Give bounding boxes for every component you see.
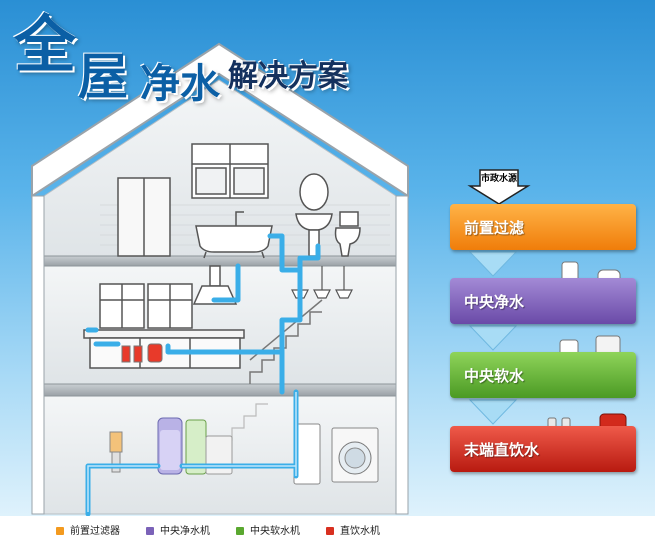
legend-item-purifier: 中央净水机 [146, 522, 210, 537]
step-label: 末端直饮水 [464, 441, 540, 459]
legend-swatch [236, 527, 244, 535]
flow-arrows [468, 251, 518, 425]
legend-swatch [146, 527, 154, 535]
kitchen-counter [83, 329, 245, 369]
outer-wall-left [31, 195, 45, 515]
pre-filter-unit [109, 431, 123, 473]
toilet [334, 211, 361, 257]
step-central-softener: 中央软水 [450, 352, 636, 398]
mirror [299, 173, 329, 211]
title-char-1: 全 [14, 8, 77, 81]
legend-item-softener: 中央软水机 [236, 522, 300, 537]
step-label: 中央软水 [464, 367, 525, 385]
kitchen-windows [99, 283, 193, 329]
legend-label: 前置过滤器 [70, 526, 120, 537]
step-central-purifier: 中央净水 [450, 278, 636, 324]
legend-label: 中央软水机 [250, 526, 300, 537]
water-pipes-shine [87, 392, 297, 512]
step-label: 前置过滤 [464, 219, 525, 237]
title-subtitle: 解决方案 [228, 59, 348, 94]
floor-slab-2 [33, 383, 407, 397]
step-label: 中央净水 [464, 293, 525, 311]
legend-swatch [56, 527, 64, 535]
step-drinking-water: 末端直饮水 [450, 426, 636, 472]
bathtub [195, 211, 273, 259]
step-pre-filter: 前置过滤 [450, 204, 636, 250]
bathroom-door [117, 177, 171, 257]
title-chars-3: 净水 [140, 61, 220, 107]
legend-swatch [326, 527, 334, 535]
legend-label: 直饮水机 [340, 526, 380, 537]
washbasin [295, 213, 333, 257]
title-char-2: 屋 [78, 48, 128, 106]
legend-item-drinking: 直饮水机 [326, 522, 380, 537]
floor-slab-1 [33, 255, 407, 267]
legend-label: 中央净水机 [160, 526, 210, 537]
central-purifier-unit [157, 417, 183, 475]
kitchen-purifier-units [121, 343, 163, 363]
legend-item-pre-filter: 前置过滤器 [56, 522, 120, 537]
bathroom-window [191, 143, 269, 199]
source-arrow [467, 169, 531, 205]
legend: 前置过滤器 中央净水机 中央软水机 直饮水机 [0, 516, 655, 540]
washing-machine [331, 427, 379, 483]
outer-wall-right [395, 195, 409, 515]
source-label: 市政水源 [480, 174, 517, 184]
